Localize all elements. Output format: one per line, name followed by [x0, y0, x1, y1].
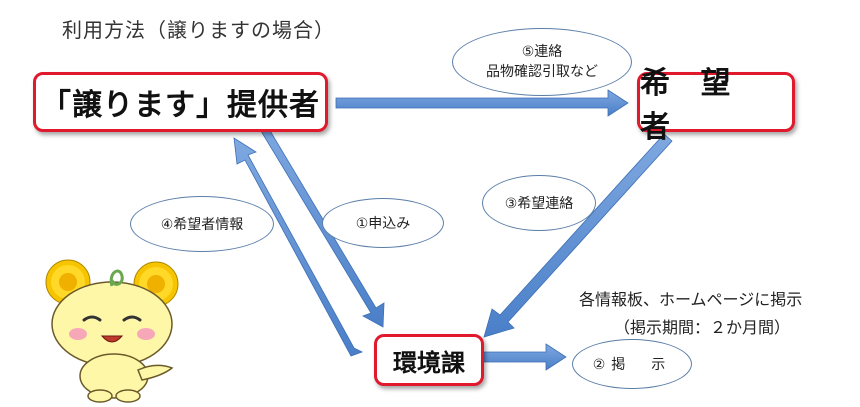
- arrow-office-to-posting: [483, 343, 567, 371]
- dandelion-mascot-icon: [45, 259, 179, 403]
- arrow-provider-to-applicant: [335, 89, 629, 117]
- posting-bubble: ②掲 示: [572, 339, 692, 389]
- hope-contact-bubble: ③希望連絡: [482, 175, 596, 231]
- notice-line-2: （掲示期間：２か月間）: [614, 318, 791, 337]
- arrow-office-to-provider: [233, 137, 364, 357]
- environment-office-box: 環境課: [374, 334, 484, 386]
- provider-box: 「譲ります」提供者: [33, 72, 328, 132]
- diagram-title: 利用方法（譲りますの場合）: [62, 18, 335, 42]
- contact-bubble-line1: ⑤連絡: [521, 44, 563, 60]
- arrow-applicant-to-office: [483, 133, 673, 338]
- arrow-provider-to-office: [255, 123, 385, 328]
- contact-bubble-line2: 品物確認引取など: [486, 64, 598, 80]
- contact-bubble: ⑤連絡 品物確認引取など: [452, 28, 632, 96]
- apply-bubble: ①申込み: [322, 198, 444, 248]
- notice-line-1: 各情報板、ホームページに掲示: [579, 290, 803, 309]
- applicant-info-bubble: ④希望者情報: [130, 196, 274, 252]
- applicant-box: 希 望 者: [637, 66, 795, 145]
